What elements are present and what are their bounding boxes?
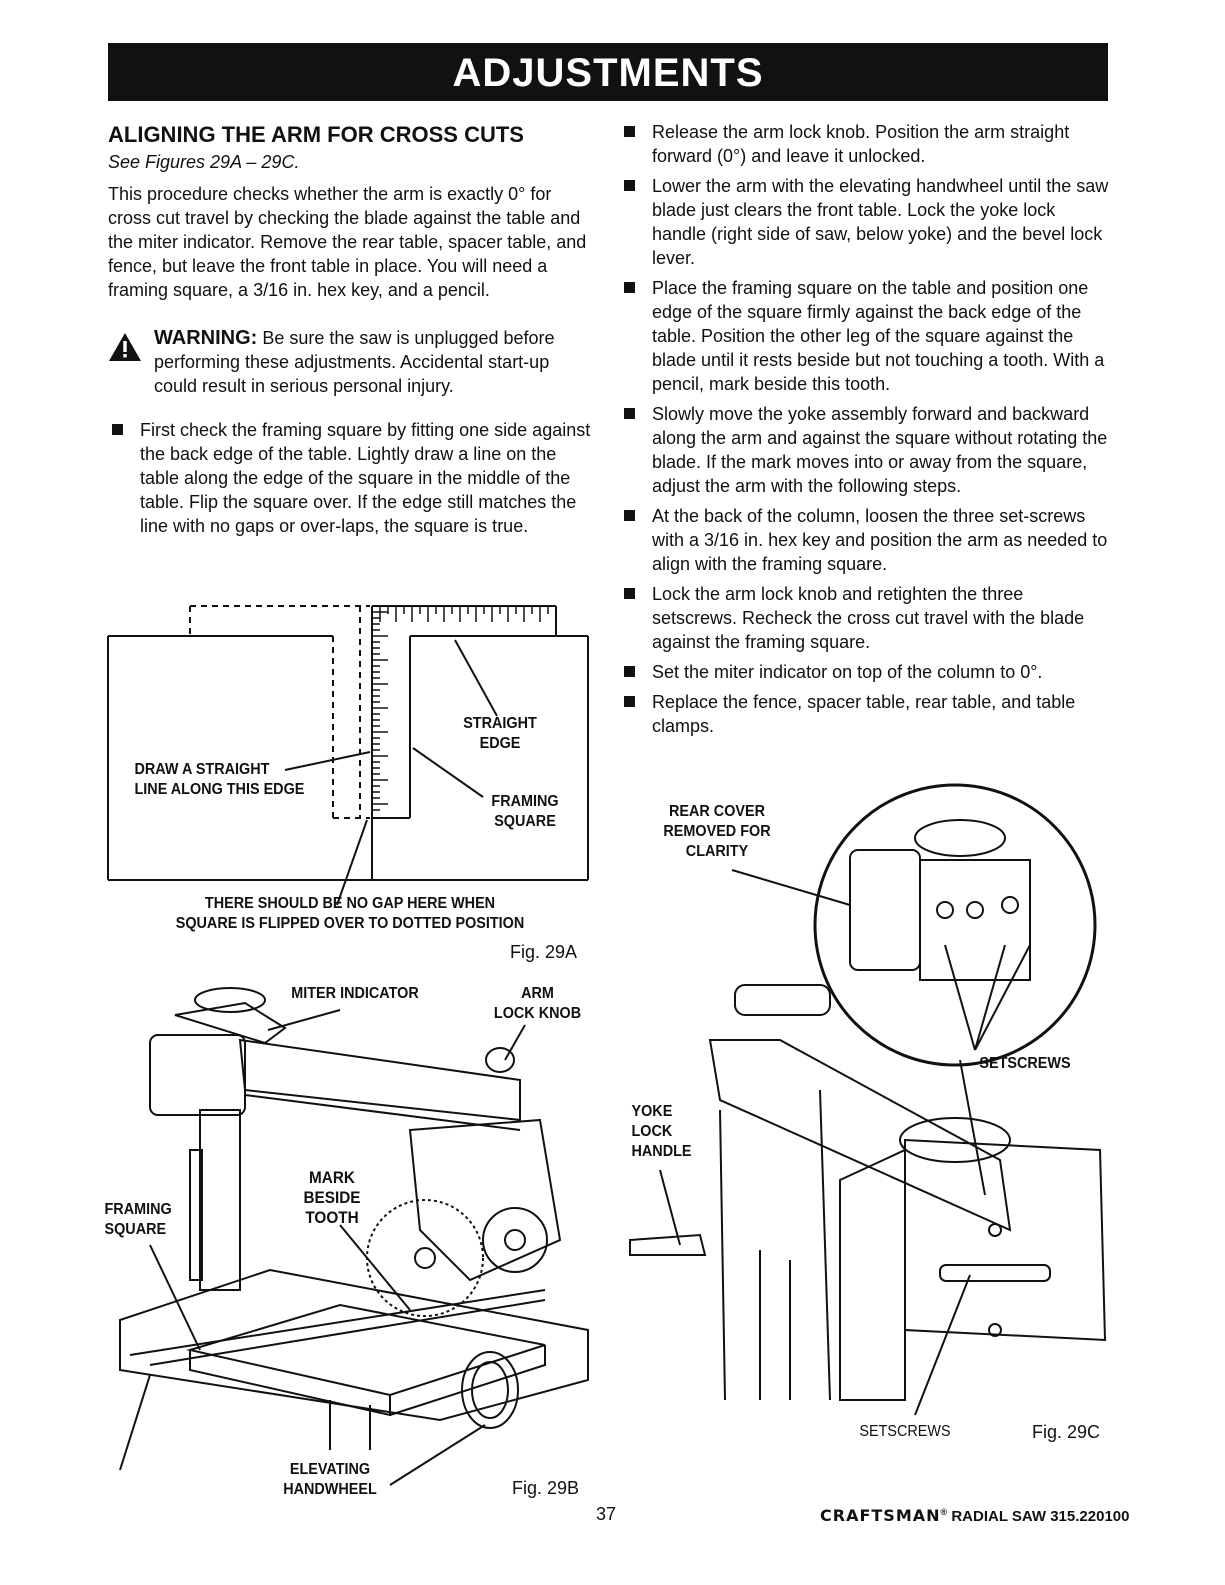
warning-triangle-icon bbox=[109, 333, 141, 361]
list-item: Place the framing square on the table an… bbox=[620, 276, 1110, 396]
label-elevating-handwheel: ELEVATING HANDWHEEL bbox=[276, 1460, 384, 1500]
warning-text: Be sure the saw is unplugged before perf… bbox=[154, 328, 555, 396]
figure-29a-caption: Fig. 29A bbox=[510, 942, 578, 962]
intro-paragraph: This procedure checks whether the arm is… bbox=[108, 184, 587, 300]
label-text: CLARITY bbox=[685, 843, 749, 860]
label-text: FRAMING bbox=[491, 793, 559, 810]
label-text: STRAIGHT bbox=[463, 715, 537, 732]
label-text: LOCK bbox=[631, 1123, 673, 1140]
figure-29b-caption: Fig. 29B bbox=[512, 1478, 580, 1498]
label-arm-lock-knob: ARM LOCK KNOB bbox=[490, 984, 585, 1024]
warning-label: WARNING: bbox=[154, 327, 258, 349]
label-text: TOOTH bbox=[305, 1208, 359, 1227]
list-item: Lower the arm with the elevating handwhe… bbox=[620, 174, 1110, 270]
figure-29c-caption: Fig. 29C bbox=[1032, 1422, 1101, 1442]
label-text: DRAW A STRAIGHT bbox=[134, 761, 270, 778]
list-item: Release the arm lock knob. Position the … bbox=[620, 120, 1110, 168]
footer-brand: CRAFTSMAN® RADIAL SAW 315.220100 bbox=[820, 1506, 1129, 1525]
left-steps-list: First check the framing square by fittin… bbox=[108, 418, 593, 538]
label-setscrews-bottom: SETSCREWS bbox=[859, 1423, 951, 1440]
label-text: HANDWHEEL bbox=[283, 1481, 377, 1498]
label-text: SQUARE bbox=[494, 813, 556, 830]
figure-reference: See Figures 29A – 29C. bbox=[108, 152, 300, 172]
label-mark-beside-tooth: MARK BESIDE TOOTH bbox=[287, 1168, 377, 1228]
label-no-gap: THERE SHOULD BE NO GAP HERE WHEN SQUARE … bbox=[152, 894, 548, 934]
label-miter-indicator: MITER INDICATOR bbox=[291, 985, 419, 1002]
label-text: ARM bbox=[521, 985, 554, 1002]
label-text: REMOVED FOR bbox=[663, 823, 771, 840]
label-text: SQUARE bbox=[104, 1221, 167, 1238]
label-rear-cover-removed: REAR COVER REMOVED FOR CLARITY bbox=[659, 802, 776, 862]
section-title: ALIGNING THE ARM FOR CROSS CUTS bbox=[108, 122, 524, 147]
left-column: ALIGNING THE ARM FOR CROSS CUTS See Figu… bbox=[108, 120, 593, 544]
list-item: At the back of the column, loosen the th… bbox=[620, 504, 1110, 576]
label-text: YOKE bbox=[631, 1103, 673, 1120]
registered-mark: ® bbox=[940, 1507, 948, 1517]
label-framing-square-29b: FRAMING SQUARE bbox=[105, 1200, 186, 1240]
brand-name: CRAFTSMAN bbox=[820, 1506, 941, 1525]
warning-block: WARNING: Be sure the saw is unplugged be… bbox=[108, 326, 593, 398]
list-item: First check the framing square by fittin… bbox=[108, 418, 593, 538]
list-item: Replace the fence, spacer table, rear ta… bbox=[620, 690, 1110, 738]
label-text: ELEVATING bbox=[289, 1461, 371, 1478]
label-text: REAR COVER bbox=[668, 803, 766, 820]
label-text: HANDLE bbox=[631, 1143, 692, 1160]
list-item: Lock the arm lock knob and retighten the… bbox=[620, 582, 1110, 654]
label-text: LOCK KNOB bbox=[493, 1005, 582, 1022]
right-steps-list: Release the arm lock knob. Position the … bbox=[620, 120, 1110, 738]
label-text: BESIDE bbox=[303, 1188, 361, 1207]
list-item: Set the miter indicator on top of the co… bbox=[620, 660, 1110, 684]
label-draw-line: DRAW A STRAIGHT LINE ALONG THIS EDGE bbox=[135, 760, 306, 800]
label-text: EDGE bbox=[479, 735, 521, 752]
label-yoke-lock-handle: YOKE LOCK HANDLE bbox=[632, 1102, 695, 1162]
page-header-banner: ADJUSTMENTS bbox=[108, 43, 1108, 101]
label-text: FRAMING bbox=[104, 1201, 172, 1218]
label-text: LINE ALONG THIS EDGE bbox=[134, 781, 305, 798]
label-text: SQUARE IS FLIPPED OVER TO DOTTED POSITIO… bbox=[175, 915, 525, 932]
label-straight-edge: STRAIGHT EDGE bbox=[446, 714, 554, 754]
label-framing-square-29a: FRAMING SQUARE bbox=[476, 792, 575, 832]
label-text: MARK bbox=[309, 1168, 355, 1187]
page-number: 37 bbox=[596, 1504, 617, 1524]
label-setscrews-top: SETSCREWS bbox=[979, 1055, 1071, 1072]
model-number: RADIAL SAW 315.220100 bbox=[951, 1508, 1130, 1525]
list-item: Slowly move the yoke assembly forward an… bbox=[620, 402, 1110, 498]
label-text: THERE SHOULD BE NO GAP HERE WHEN bbox=[204, 895, 496, 912]
right-column: Release the arm lock knob. Position the … bbox=[620, 120, 1110, 744]
